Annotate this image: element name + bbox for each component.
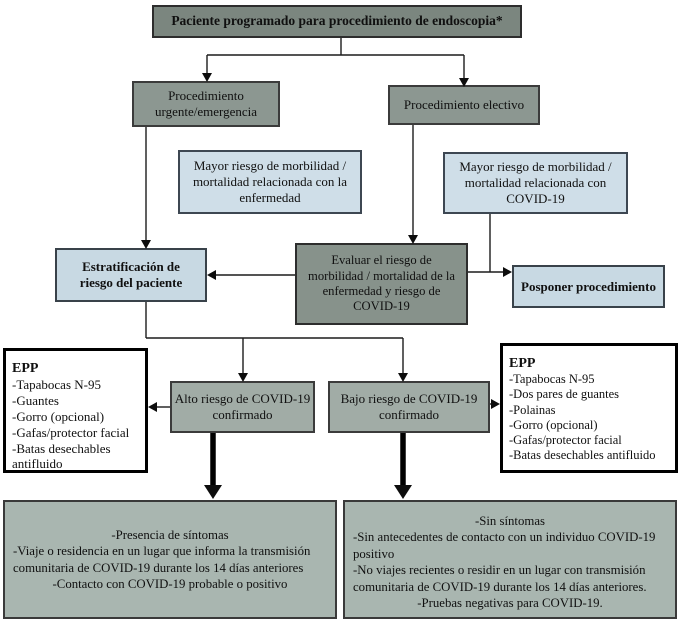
epp-item-list: -Tapabocas N-95-Dos pares de guantes-Pol…	[509, 372, 669, 464]
arrowhead-to-postpone	[503, 267, 512, 277]
list-line: -Guantes	[12, 392, 59, 408]
list-line: -Gorro (opcional)	[509, 417, 598, 432]
evaluate-risk-node: Evaluar el riesgo de morbilidad / mortal…	[295, 243, 468, 325]
list-line: -Gorro (opcional)	[12, 408, 105, 424]
list-line: -Polainas	[509, 402, 556, 417]
list-line: -No viajes recientes o residir en un lug…	[353, 563, 647, 594]
list-line: -Presencia de síntomas	[111, 527, 229, 542]
list-line: -Contacto con COVID-19 probable o positi…	[52, 576, 288, 591]
high-risk-criteria-box: -Presencia de síntomas -Viaje o residenci…	[3, 500, 337, 619]
postpone-procedure-node: Posponer procedimiento	[512, 265, 665, 308]
arrowhead-to-stratification-left	[207, 270, 216, 280]
high-covid-risk-node: Alto riesgo de COVID-19 confirmado	[170, 381, 315, 433]
list-line: -Batas desechables antifluido	[509, 448, 656, 463]
covid-risk-note: Mayor riesgo de morbilidad / mortalidad …	[443, 152, 628, 214]
epp-title: EPP	[12, 361, 39, 376]
epp-high-risk-box: EPP -Tapabocas N-95-Guantes-Gorro (opcio…	[3, 348, 148, 473]
epp-low-risk-box: EPP -Tapabocas N-95-Dos pares de guantes…	[500, 343, 678, 473]
list-line: -Gafas/protector facial	[12, 424, 130, 440]
list-line: -Dos pares de guantes	[509, 387, 620, 402]
list-line: -Tapabocas N-95	[509, 372, 595, 387]
disease-risk-note: Mayor riesgo de morbilidad / mortalidad …	[178, 150, 362, 214]
low-covid-risk-node: Bajo riesgo de COVID-19 confirmado	[328, 381, 490, 433]
list-line: -Sin síntomas	[474, 514, 546, 528]
list-line: -Sin antecedentes de contacto con un ind…	[353, 530, 656, 561]
list-line: -Batas desechables antifluido	[12, 440, 111, 472]
elective-procedure-node: Procedimiento electivo	[388, 85, 540, 125]
connector-start-split	[206, 38, 465, 79]
risk-stratification-node: Estratificación de riesgo del paciente	[55, 248, 207, 302]
epp-title: EPP	[509, 356, 536, 371]
big-arrowhead-to-low-criteria	[394, 485, 412, 499]
urgent-procedure-node: Procedimiento urgente/emergencia	[132, 81, 280, 127]
list-line: -Viaje o residencia en un lugar que info…	[13, 544, 311, 575]
low-risk-criteria-box: -Sin síntomas -Sin antecedentes de contac…	[343, 500, 677, 619]
list-line: -Tapabocas N-95	[12, 377, 101, 393]
start-node: Paciente programado para procedimiento d…	[152, 5, 522, 38]
list-line: -Pruebas negativas para COVID-19.	[417, 595, 603, 610]
big-arrowhead-to-high-criteria	[204, 485, 222, 499]
arrowhead-to-epp-right	[491, 399, 500, 409]
epp-item-list: -Tapabocas N-95-Guantes-Gorro (opcional)…	[12, 377, 139, 472]
arrowhead-to-epp-left	[148, 402, 157, 412]
list-line: -Gafas/protector facial	[509, 433, 622, 448]
